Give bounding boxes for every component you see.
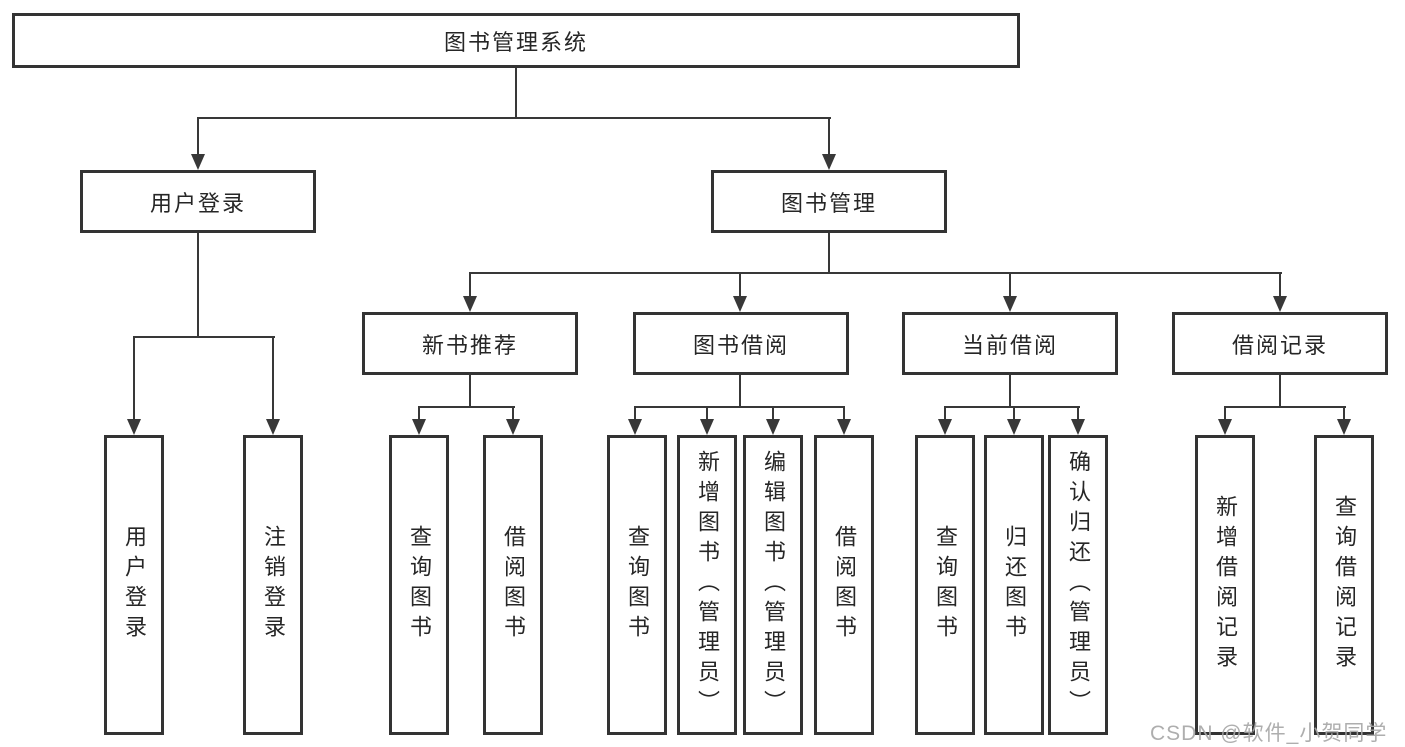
node-book-borrowing: 图书借阅 (633, 312, 849, 375)
arrow-down-icon (1218, 419, 1232, 435)
leaf-borrow-books: 借阅图书 (814, 435, 874, 735)
leaf-edit-books-admin: 编辑图书（管理员） (743, 435, 803, 735)
arrow-down-icon (766, 419, 780, 435)
leaf-logout: 注销登录 (243, 435, 303, 735)
arrow-down-icon (191, 154, 205, 170)
connector-line (706, 407, 708, 421)
connector-line (739, 273, 741, 298)
leaf-query-books-recommend: 查询图书 (389, 435, 449, 735)
arrow-down-icon (628, 419, 642, 435)
arrow-down-icon (1071, 419, 1085, 435)
connector-line (469, 273, 471, 298)
connector-line (634, 407, 636, 421)
connector-line (418, 406, 515, 408)
leaf-add-borrow-record: 新增借阅记录 (1195, 435, 1255, 735)
arrow-down-icon (1273, 296, 1287, 312)
arrow-down-icon (506, 419, 520, 435)
connector-line (133, 336, 275, 338)
csdn-watermark: CSDN @软件_小贺同学 (1150, 722, 1388, 745)
node-user-login: 用户登录 (80, 170, 316, 233)
connector-line (469, 375, 471, 408)
connector-line (512, 407, 514, 421)
connector-line (828, 118, 830, 156)
leaf-confirm-return-admin: 确认归还（管理员） (1048, 435, 1108, 735)
leaf-return-books: 归还图书 (984, 435, 1044, 735)
connector-line (1279, 375, 1281, 408)
connector-line (828, 233, 830, 274)
connector-line (1224, 406, 1346, 408)
node-borrowing-records: 借阅记录 (1172, 312, 1388, 375)
connector-line (1279, 273, 1281, 298)
connector-line (1013, 407, 1015, 421)
leaf-add-books-admin: 新增图书（管理员） (677, 435, 737, 735)
connector-line (1009, 375, 1011, 408)
node-current-borrowing: 当前借阅 (902, 312, 1118, 375)
connector-line (944, 407, 946, 421)
arrow-down-icon (1003, 296, 1017, 312)
connector-line (1343, 407, 1345, 421)
leaf-query-books-current: 查询图书 (915, 435, 975, 735)
connector-line (634, 406, 845, 408)
arrow-down-icon (938, 419, 952, 435)
arrow-down-icon (412, 419, 426, 435)
connector-line (469, 272, 1282, 274)
connector-line (133, 337, 135, 421)
connector-line (418, 407, 420, 421)
connector-line (1224, 407, 1226, 421)
connector-line (843, 407, 845, 421)
arrow-down-icon (266, 419, 280, 435)
arrow-down-icon (1007, 419, 1021, 435)
leaf-user-login: 用户登录 (104, 435, 164, 735)
arrow-down-icon (700, 419, 714, 435)
arrow-down-icon (733, 296, 747, 312)
node-new-book-recommendation: 新书推荐 (362, 312, 578, 375)
connector-line (197, 233, 199, 338)
node-book-management: 图书管理 (711, 170, 947, 233)
arrow-down-icon (837, 419, 851, 435)
connector-line (515, 68, 517, 118)
node-root-library-management-system: 图书管理系统 (12, 13, 1020, 68)
connector-line (1077, 407, 1079, 421)
connector-line (197, 118, 199, 156)
connector-line (272, 337, 274, 421)
arrow-down-icon (127, 419, 141, 435)
connector-line (197, 117, 831, 119)
arrow-down-icon (822, 154, 836, 170)
leaf-query-borrow-record: 查询借阅记录 (1314, 435, 1374, 735)
leaf-query-books-borrow: 查询图书 (607, 435, 667, 735)
leaf-borrow-books-recommend: 借阅图书 (483, 435, 543, 735)
connector-line (1009, 273, 1011, 298)
connector-line (739, 375, 741, 408)
connector-line (772, 407, 774, 421)
arrow-down-icon (463, 296, 477, 312)
connector-line (944, 406, 1080, 408)
arrow-down-icon (1337, 419, 1351, 435)
